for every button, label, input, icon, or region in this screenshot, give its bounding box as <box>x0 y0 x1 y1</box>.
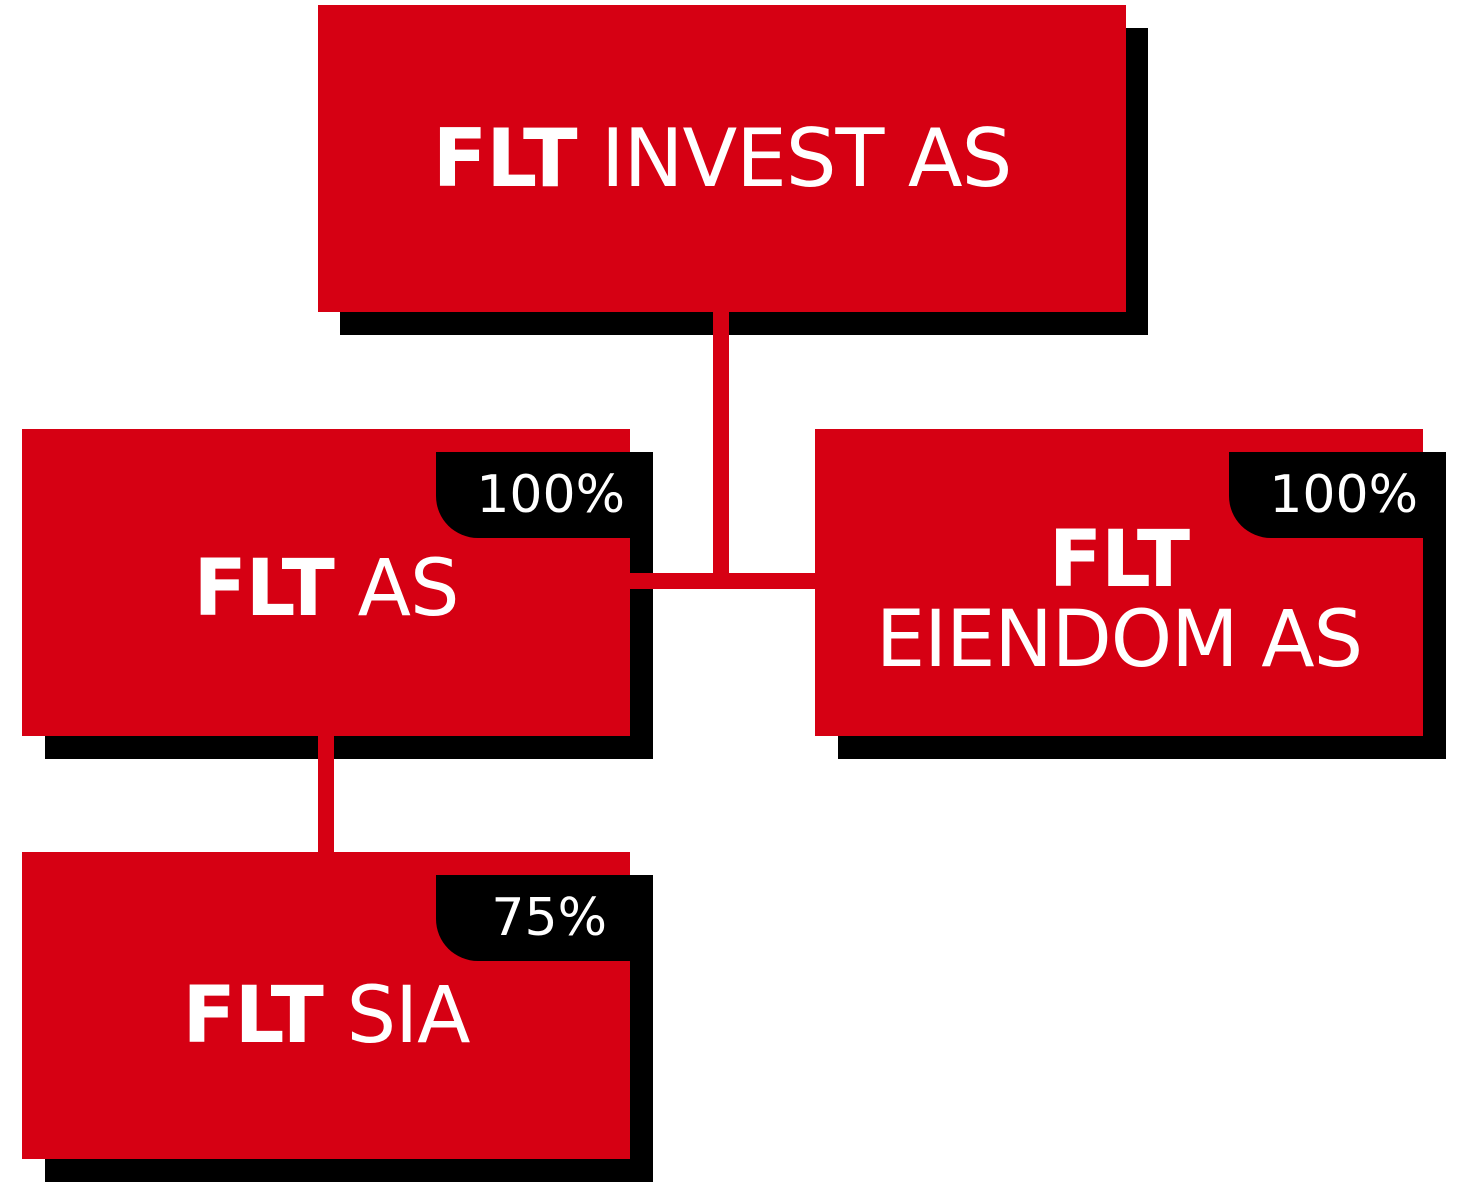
node-title-normal: SIA <box>346 970 471 1061</box>
ownership-value: 100% <box>1269 465 1418 525</box>
connector-horizontal-left <box>629 573 729 589</box>
node-title-normal: EIENDOM AS <box>875 594 1363 685</box>
node-title-bold: FLT <box>182 970 324 1061</box>
node-title-bold: FLT <box>432 111 578 205</box>
ownership-value: 75% <box>491 888 607 948</box>
node-title: FLT INVEST AS <box>433 118 1013 199</box>
ownership-badge: 100% <box>1229 452 1446 538</box>
connector-vertical-main <box>713 311 729 584</box>
node-flt-invest-as: FLT INVEST AS <box>318 5 1126 312</box>
ownership-badge: 100% <box>436 452 653 538</box>
node-title: FLT SIA <box>183 977 471 1055</box>
node-title-normal: INVEST AS <box>601 111 1012 205</box>
node-title-normal: AS <box>357 543 460 634</box>
node-title: FLT EIENDOM AS <box>875 514 1363 685</box>
node-title-bold: FLT <box>193 543 335 634</box>
node-title: FLT AS <box>194 550 460 628</box>
ownership-value: 100% <box>476 465 625 525</box>
ownership-badge: 75% <box>436 875 653 961</box>
connector-vertical-sub <box>318 734 334 854</box>
connector-horizontal-right <box>713 573 815 589</box>
node-title-bold: FLT <box>1048 514 1190 605</box>
